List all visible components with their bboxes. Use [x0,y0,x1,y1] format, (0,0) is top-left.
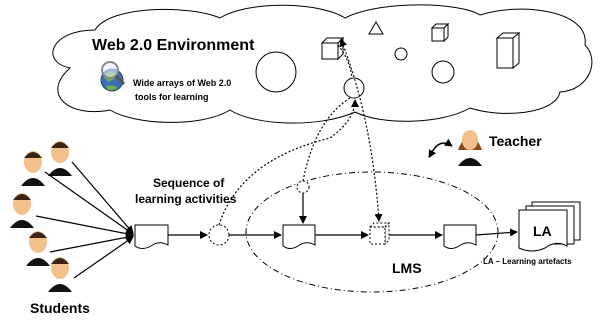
students-group [10,141,72,292]
flow-arrows [168,193,518,239]
flow-documents [134,224,477,249]
sequence-label-line2: learning activities [135,192,237,206]
lms-activity-node [296,180,310,194]
student-figure [48,141,72,176]
student-figure [48,257,72,292]
cloud-circle-small [394,47,408,61]
cloud-title: Web 2.0 Environment [92,37,255,54]
la-caption: LA – Learning artefacts [483,257,572,266]
sequence-label-line1: Sequence of [153,176,225,190]
student-figure [21,151,45,186]
magnifier-globe-icon [100,61,126,92]
la-label: LA [533,223,552,239]
cloud-circle-mid [431,60,455,84]
teacher-figure [458,130,482,166]
doc-1 [134,224,169,249]
cloud-tools-line2: tools for learning [135,92,209,102]
student-figure [26,231,50,266]
teacher-label: Teacher [489,133,542,149]
teacher-arrow [428,138,453,159]
student-figure [10,193,34,228]
web20-cloud [52,4,593,124]
cloud-tools-line1: Wide arrays of Web 2.0 [133,78,231,88]
lms-label: LMS [392,260,422,276]
cloud-cube-linked [320,36,345,61]
sequence-activity-node [208,224,230,246]
cloud-triangle [368,21,384,35]
cloud-circle-large [255,51,297,93]
dotted-connectors [218,38,383,226]
lms-cube [368,221,391,246]
cloud-tall-box [495,31,521,70]
doc-3 [443,224,477,249]
la-stack [518,201,581,252]
students-label: Students [30,300,90,316]
cloud-circle-linked [343,77,365,99]
cloud-cube-small [430,22,450,43]
student-arrows [35,161,134,279]
doc-2 [282,224,316,249]
